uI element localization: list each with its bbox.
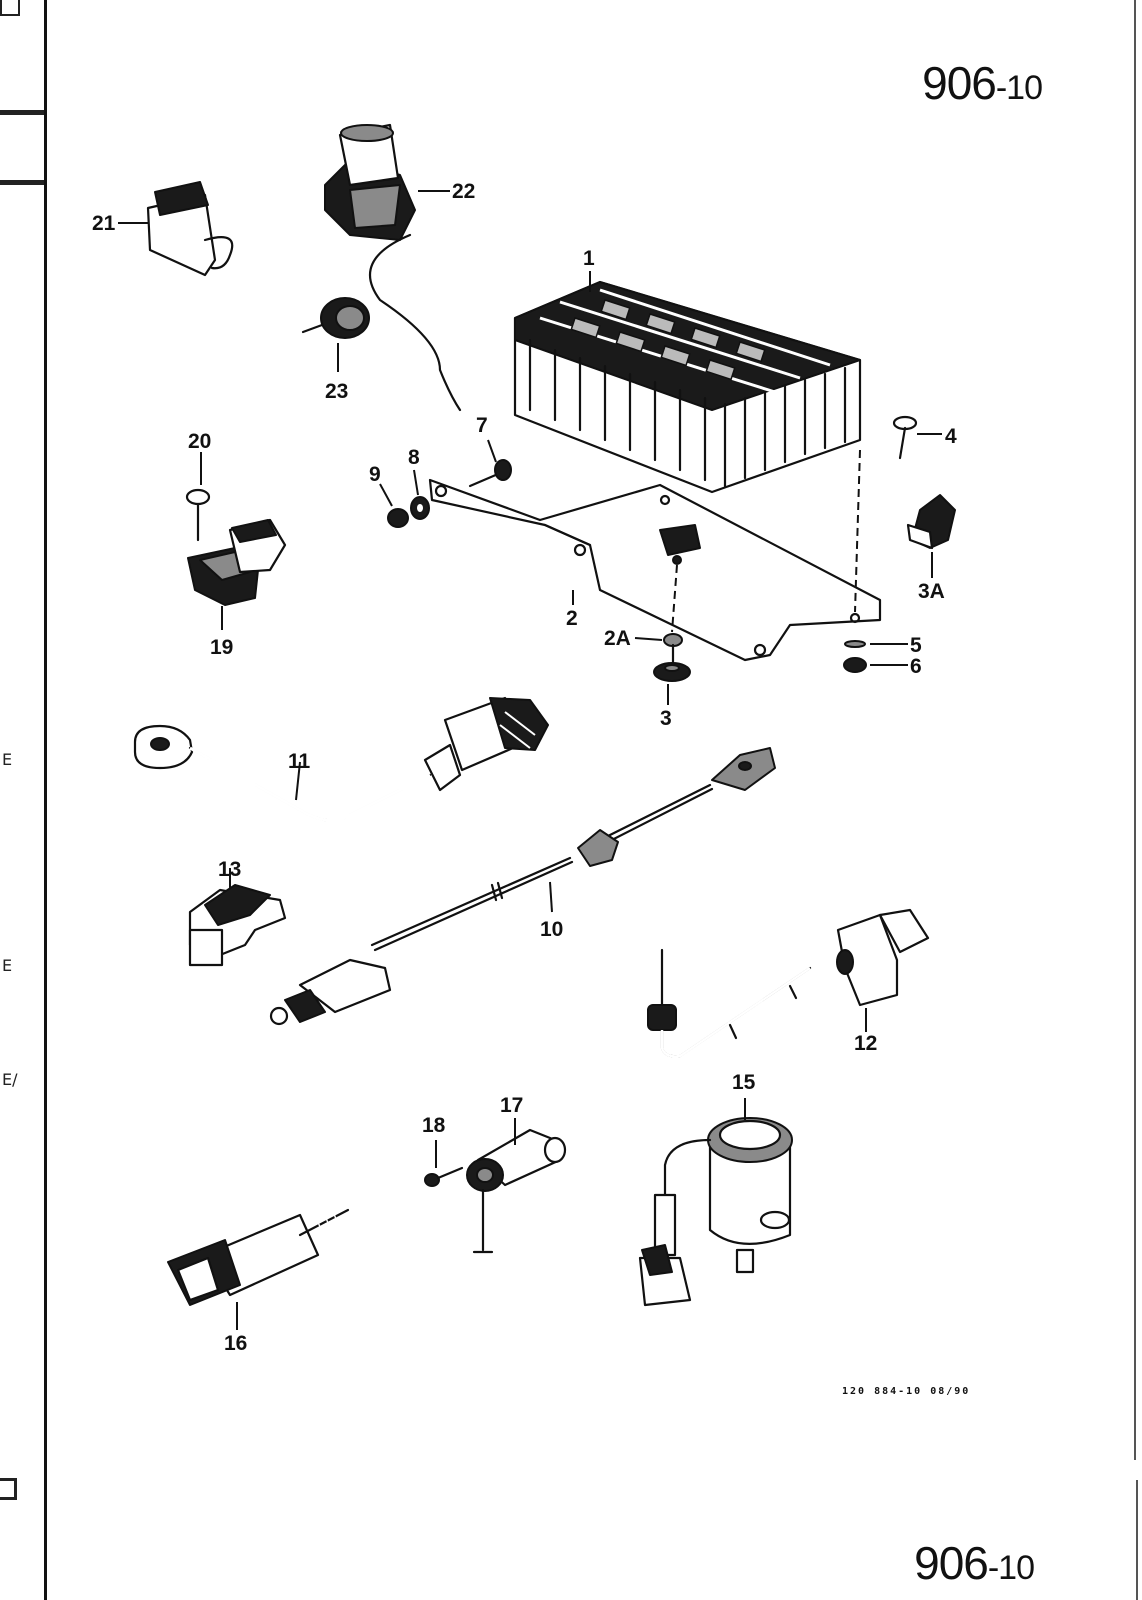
part-18-screw (424, 1140, 464, 1187)
page-number-sub: -10 (995, 69, 1043, 107)
page-number-main: 906 (922, 57, 997, 109)
part-label: 8 (408, 446, 420, 469)
part-label: 2 (566, 607, 578, 630)
part-3a-clip (906, 494, 956, 578)
part-label: 12 (854, 1032, 877, 1055)
part-label: 22 (452, 180, 475, 203)
part-5-washer (844, 640, 908, 648)
margin-letter: E/ (2, 1070, 18, 1089)
part-16-brake-light-switch (167, 1208, 350, 1330)
part-20-screw (185, 452, 211, 542)
part-10-oxygen-sensor (269, 747, 776, 1026)
part-label: 10 (540, 918, 563, 941)
binder-bracket-mark (0, 1478, 17, 1500)
part-label: 3 (660, 707, 672, 730)
part-2a-stud (634, 633, 683, 667)
part-label: 21 (92, 212, 116, 235)
part-15-fuel-pump (638, 1098, 793, 1307)
binder-tab-mark (0, 180, 44, 185)
part-12-temperature-sensor (647, 908, 930, 1058)
part-label: 23 (325, 380, 348, 403)
part-label: 19 (210, 636, 233, 659)
page-right-edge (1136, 1480, 1138, 1600)
part-19-throttle-potentiometer (187, 518, 287, 630)
part-13-connector-housing (188, 868, 287, 967)
part-label: 4 (945, 425, 957, 448)
part-23-sender (301, 297, 370, 372)
part-6-nut (843, 657, 908, 673)
part-8-washer (410, 469, 430, 520)
alignment-line (671, 564, 678, 633)
page-right-edge (1134, 0, 1136, 1460)
alignment-line (854, 449, 861, 613)
part-label: 11 (288, 750, 311, 773)
part-label: 18 (422, 1114, 446, 1137)
margin-letter: E (2, 750, 13, 769)
part-4-screw (892, 415, 942, 460)
page-number-bottom: 906-10 (914, 1537, 1035, 1589)
part-label: 5 (910, 634, 922, 657)
part-label: 13 (218, 858, 241, 881)
part-label: 2A (604, 627, 631, 650)
binder-tab-mark (0, 110, 44, 115)
part-label: 7 (476, 414, 488, 437)
binding-edge (44, 0, 47, 1600)
page-number-main: 906 (914, 1537, 989, 1589)
part-2-mounting-bracket (428, 478, 882, 662)
part-3-grommet (653, 662, 691, 705)
drawing-code: 120 884-10 08/90 (842, 1386, 971, 1397)
part-label: 15 (732, 1071, 756, 1094)
part-21-connector (118, 181, 234, 277)
page-number-top: 906-10 (922, 57, 1043, 109)
part-1-control-unit (513, 280, 862, 494)
part-label: 20 (188, 430, 211, 453)
binder-corner-mark (0, 0, 20, 16)
part-9-nut (379, 483, 409, 528)
part-11-sensor-cable (133, 696, 549, 822)
part-label: 16 (224, 1332, 247, 1355)
page-number-sub: -10 (987, 1549, 1035, 1587)
part-label: 6 (910, 655, 922, 678)
part-17-speed-sensor (466, 1118, 567, 1254)
part-label: 1 (583, 247, 595, 270)
margin-letter: E (2, 956, 13, 975)
part-7-bolt (468, 439, 512, 488)
part-22-throttle-switch (324, 123, 462, 412)
part-label: 9 (369, 463, 381, 486)
part-label: 17 (500, 1094, 523, 1117)
part-label: 3A (918, 580, 945, 603)
